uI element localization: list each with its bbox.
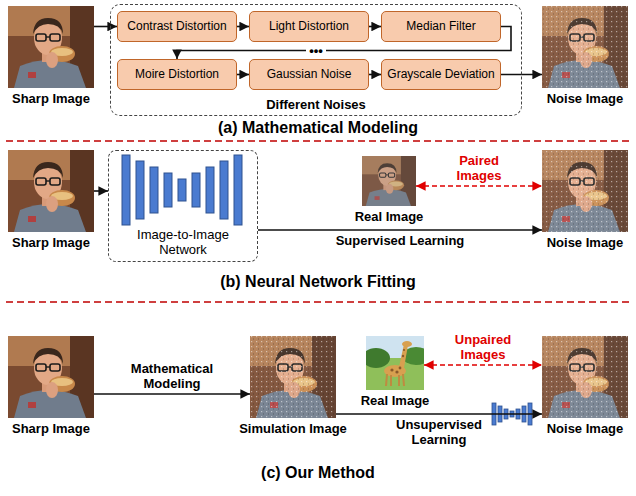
edge-label: Unsupervised Learning [389, 417, 489, 447]
noise-photo [542, 150, 628, 232]
image-panel: Noise Image [542, 336, 628, 418]
step-label: Contrast Distortion [122, 19, 232, 34]
image-caption: Noise Image [492, 421, 636, 436]
giraffe-photo [362, 336, 430, 390]
panel-separator [6, 140, 630, 142]
noise-photo [542, 6, 628, 88]
image-panel: Simulation Image [250, 336, 336, 418]
image-caption: Simulation Image [200, 421, 386, 436]
edge-label: Mathematical Modeling [122, 361, 222, 391]
image-panel: Real Image [366, 336, 424, 390]
image-caption: Real Image [312, 209, 466, 224]
connector-arrow [94, 26, 117, 28]
image-caption: Noise Image [492, 91, 636, 106]
noise-pipeline-group: Different Noises Contrast Distortion Light… [110, 4, 522, 116]
step-label: Gaussian Noise [254, 67, 364, 82]
network-box: Image-to-Image Network [108, 150, 258, 262]
noise-step-box: Median Filter [381, 11, 501, 42]
connector-arrow [369, 74, 381, 76]
sharp-photo [8, 336, 94, 418]
noise-step-box: Grayscale Deviation [381, 59, 501, 90]
network-layers [122, 155, 242, 225]
noise-step-box: Contrast Distortion [117, 11, 237, 42]
connector-arrow [336, 413, 542, 415]
panel-separator [6, 301, 630, 303]
step-label: Grayscale Deviation [386, 67, 496, 82]
sharp-photo [8, 150, 94, 232]
image-panel: Noise Image [542, 6, 628, 88]
sharp-photo [8, 6, 94, 88]
panel-title: (c) Our Method [0, 463, 636, 482]
step-label: Median Filter [386, 19, 496, 34]
image-panel: Sharp Image [8, 336, 94, 418]
connector-arrow [416, 185, 542, 187]
noise-step-box: Moire Distortion [117, 59, 237, 90]
connector-arrow [237, 26, 249, 28]
group-title: Different Noises [111, 97, 521, 112]
real-photo [362, 156, 416, 206]
step-label: Moire Distortion [122, 67, 232, 82]
connector-arrow [94, 190, 108, 192]
step-label: Light Distortion [254, 19, 364, 34]
connector-arrow [424, 364, 542, 366]
noise-photo [542, 336, 628, 418]
image-caption: Sharp Image [0, 91, 144, 106]
image-caption: Sharp Image [0, 421, 144, 436]
image-panel: Real Image [362, 156, 416, 206]
connector-arrow [369, 26, 381, 28]
network-label: Image-to-Image Network [127, 227, 239, 257]
panel-title: (b) Neural Network Fitting [0, 272, 636, 291]
panel-title: (a) Mathematical Modeling [0, 118, 636, 137]
edge-label: Supervised Learning [336, 233, 465, 248]
edge-label: ••• [306, 43, 326, 58]
connector-arrow [94, 393, 250, 395]
connector-arrow [258, 229, 542, 231]
noise-step-box: Gaussian Noise [249, 59, 369, 90]
image-caption: Sharp Image [0, 235, 144, 250]
image-caption: Real Image [316, 393, 474, 408]
edge-label: Unpaired Images [448, 332, 518, 362]
image-panel: Noise Image [542, 150, 628, 232]
connector-arrow [237, 74, 249, 76]
image-panel: Sharp Image [8, 6, 94, 88]
noise-step-box: Light Distortion [249, 11, 369, 42]
image-panel: Sharp Image [8, 150, 94, 232]
edge-label: Paired Images [444, 153, 514, 183]
simulation-photo [250, 336, 336, 418]
image-caption: Noise Image [492, 235, 636, 250]
